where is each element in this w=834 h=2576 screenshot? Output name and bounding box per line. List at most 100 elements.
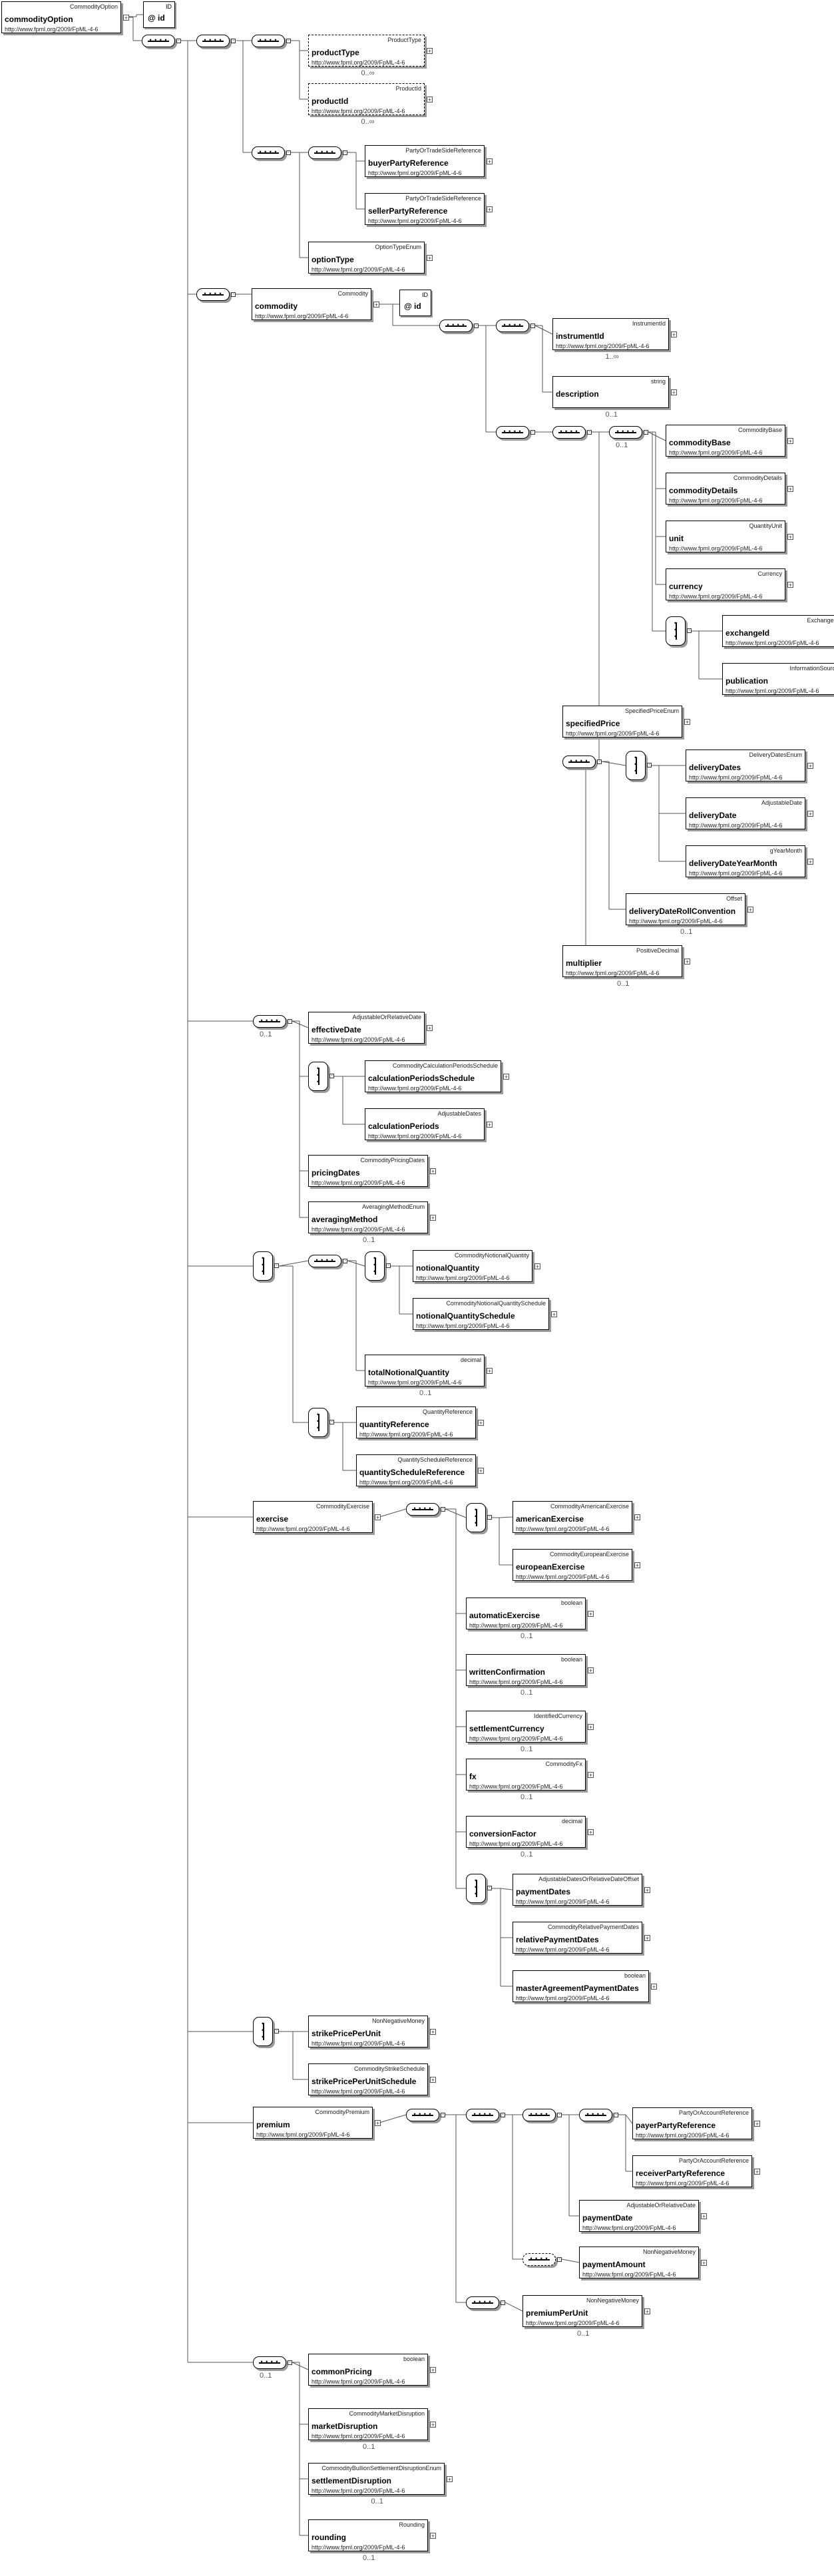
sequence-compositor[interactable] [522, 2253, 556, 2266]
collapse-icon[interactable]: - [474, 323, 479, 328]
sequence-compositor[interactable] [196, 35, 230, 47]
collapse-icon[interactable]: - [557, 2256, 562, 2262]
expand-icon[interactable]: + [478, 1468, 484, 1474]
expand-icon[interactable]: + [503, 1074, 509, 1080]
sequence-compositor[interactable] [253, 1015, 286, 1028]
expand-icon[interactable]: + [427, 48, 433, 55]
collapse-icon[interactable]: - [343, 150, 347, 155]
expand-icon[interactable]: + [747, 907, 753, 913]
sequence-compositor[interactable] [308, 1255, 341, 1267]
element-exchangeId[interactable]: ExchangeIdexchangeIdhttp://www.fpml.org/… [722, 615, 834, 647]
collapse-icon[interactable]: - [274, 1263, 279, 1268]
expand-icon[interactable]: + [787, 486, 793, 493]
element-settlementDisruption[interactable]: CommodityBullionSettlementDisruptionEnum… [308, 2463, 445, 2495]
expand-icon[interactable]: + [487, 1122, 493, 1128]
expand-icon[interactable]: + [534, 1263, 540, 1270]
collapse-icon[interactable]: - [288, 1018, 292, 1024]
sequence-compositor[interactable] [406, 1503, 439, 1516]
sequence-compositor[interactable] [496, 320, 529, 332]
expand-icon[interactable]: + [671, 331, 677, 338]
expand-icon[interactable]: + [430, 2533, 436, 2539]
collapse-icon[interactable]: - [647, 763, 652, 767]
collapse-icon[interactable]: - [329, 1420, 334, 1424]
sequence-compositor[interactable] [406, 2109, 439, 2121]
sequence-compositor[interactable] [522, 2109, 556, 2121]
collapse-icon[interactable]: - [343, 1258, 347, 1263]
choice-compositor[interactable] [466, 1503, 486, 1532]
sequence-compositor[interactable] [562, 755, 596, 768]
choice-compositor[interactable] [626, 751, 646, 780]
choice-compositor[interactable] [308, 1408, 328, 1437]
expand-icon[interactable]: + [123, 15, 129, 21]
collapse-icon[interactable]: - [587, 429, 592, 435]
collapse-icon[interactable]: - [441, 1506, 445, 1512]
collapse-icon[interactable]: - [231, 38, 236, 43]
choice-compositor[interactable] [365, 1251, 385, 1281]
expand-icon[interactable]: + [644, 1887, 650, 1894]
expand-icon[interactable]: + [427, 97, 433, 103]
expand-icon[interactable]: + [588, 1772, 594, 1779]
sequence-compositor[interactable] [466, 2109, 499, 2121]
collapse-icon[interactable]: - [597, 759, 602, 764]
sequence-compositor[interactable] [253, 2356, 286, 2369]
sequence-compositor[interactable] [609, 426, 642, 439]
sequence-compositor[interactable] [496, 426, 529, 439]
collapse-icon[interactable]: - [274, 2029, 279, 2034]
expand-icon[interactable]: + [588, 1667, 594, 1674]
sequence-compositor[interactable] [196, 288, 230, 301]
collapse-icon[interactable]: - [288, 2360, 292, 2365]
collapse-icon[interactable]: - [614, 2112, 618, 2117]
expand-icon[interactable]: + [651, 1984, 657, 1990]
collapse-icon[interactable]: - [487, 1515, 492, 1520]
collapse-icon[interactable]: - [329, 1074, 334, 1078]
expand-icon[interactable]: + [430, 2077, 436, 2083]
expand-icon[interactable]: + [588, 1611, 594, 1617]
expand-icon[interactable]: + [701, 2213, 707, 2220]
collapse-icon[interactable]: - [286, 38, 291, 43]
collapse-icon[interactable]: - [386, 1263, 391, 1268]
expand-icon[interactable]: + [430, 2422, 436, 2428]
expand-icon[interactable]: + [430, 2367, 436, 2374]
expand-icon[interactable]: + [701, 2260, 707, 2266]
expand-icon[interactable]: + [447, 2476, 453, 2483]
expand-icon[interactable]: + [487, 1368, 493, 1375]
choice-compositor[interactable] [253, 1251, 273, 1281]
collapse-icon[interactable]: - [501, 2112, 505, 2117]
choice-compositor[interactable] [666, 616, 686, 646]
sequence-compositor[interactable] [439, 320, 473, 332]
expand-icon[interactable]: + [430, 1168, 436, 1175]
